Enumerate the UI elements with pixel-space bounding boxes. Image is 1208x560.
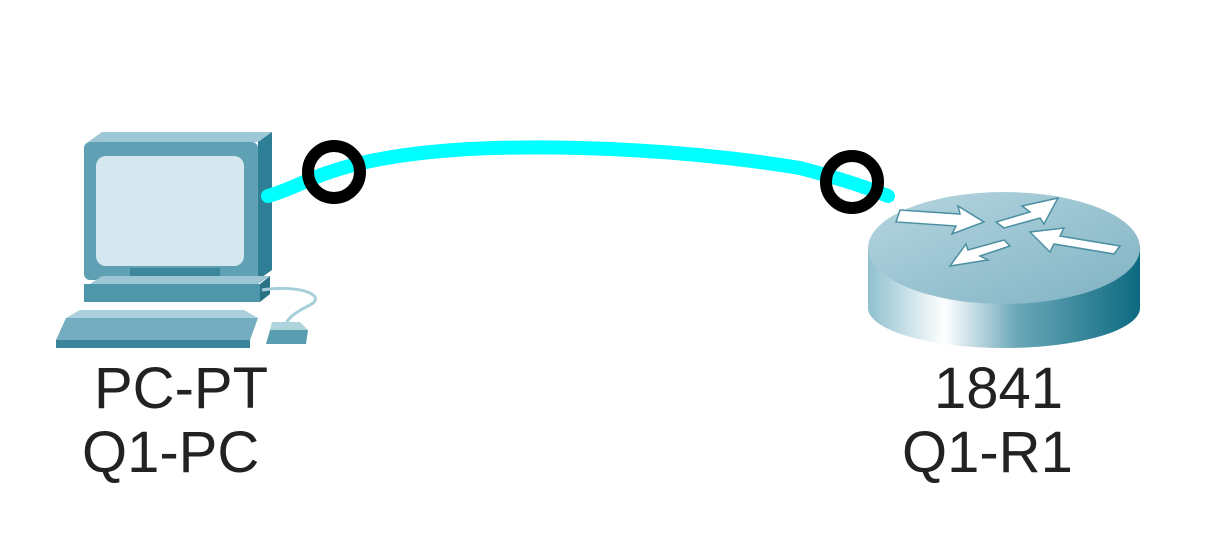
- keyboard-front: [56, 340, 250, 348]
- keyboard-top: [66, 310, 258, 318]
- pc-name-label: Q1-PC: [82, 420, 260, 485]
- pc-icon[interactable]: [56, 132, 317, 348]
- monitor-top: [88, 132, 272, 142]
- mouse-body: [266, 330, 308, 344]
- link-cable[interactable]: [261, 140, 895, 203]
- monitor-screen: [96, 156, 244, 266]
- router-model-label: 1841: [934, 356, 1064, 421]
- router-icon[interactable]: [868, 192, 1140, 348]
- base-front: [84, 284, 260, 302]
- mouse-cord: [261, 286, 317, 325]
- mouse-top: [270, 322, 308, 330]
- router-arrows-icon: [894, 196, 1122, 268]
- link-endpoint-router-icon[interactable]: [820, 150, 884, 214]
- monitor-side: [258, 132, 272, 280]
- router-name-label: Q1-R1: [902, 420, 1073, 485]
- pc-model-label: PC-PT: [94, 356, 268, 421]
- keyboard-body: [56, 318, 258, 340]
- link-endpoint-pc-icon[interactable]: [302, 140, 366, 204]
- base-top: [90, 276, 270, 284]
